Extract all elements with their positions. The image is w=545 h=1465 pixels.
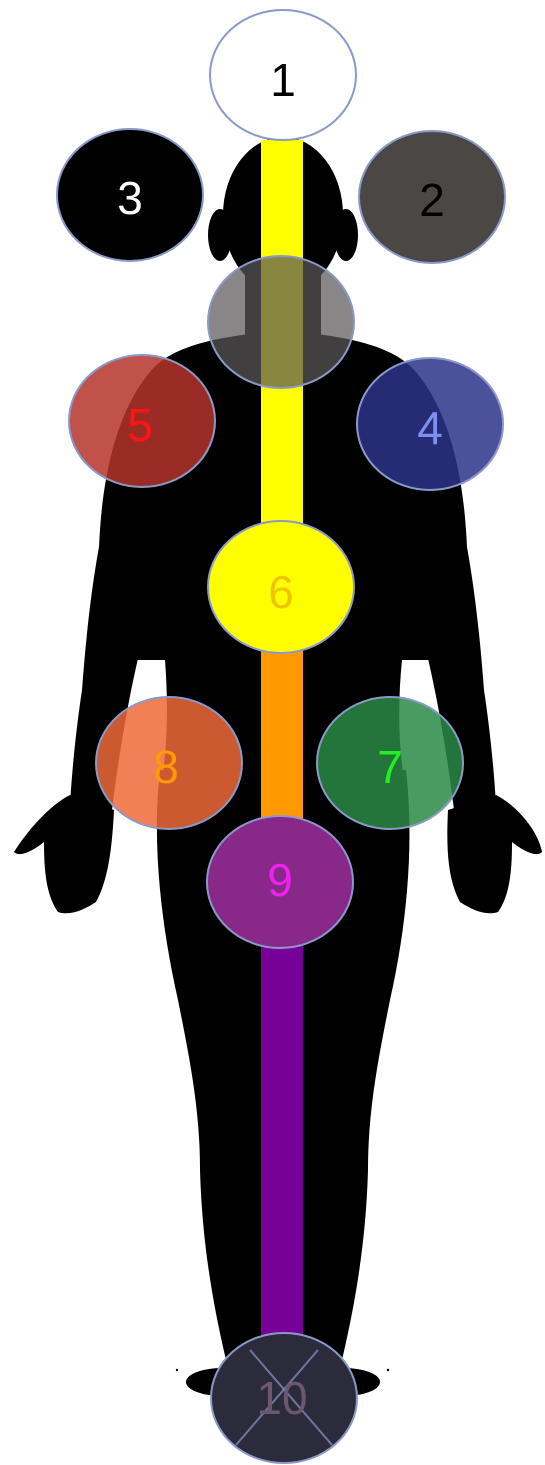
right-hand-shape [447, 795, 542, 913]
left-ear-shape [208, 209, 232, 261]
energy-center-4-label: 4 [417, 402, 443, 454]
energy-center-6: 6 [208, 521, 354, 653]
left-hand-shape [14, 795, 114, 913]
energy-center-4: 4 [357, 358, 503, 490]
right-ear-shape [334, 209, 358, 261]
channel-lower-segment [261, 945, 303, 1340]
channel-middle-segment [261, 650, 303, 822]
right-ground-dot [387, 1369, 389, 1371]
energy-center-6-label: 6 [268, 566, 294, 618]
energy-center-5: 5 [69, 355, 215, 487]
energy-center-7: 7 [317, 697, 463, 829]
energy-center-10: 10 [211, 1333, 357, 1463]
energy-center-9: 9 [207, 816, 353, 948]
left-ground-dot [176, 1369, 178, 1371]
energy-center-2-label: 2 [419, 174, 445, 226]
energy-center-1-label: 1 [270, 54, 296, 106]
energy-center-9-label: 9 [267, 854, 293, 906]
energy-center-7-label: 7 [377, 741, 403, 793]
energy-center-1: 1 [210, 10, 356, 140]
energy-center-10-label: 10 [256, 1372, 307, 1424]
energy-center-5-label: 5 [127, 399, 153, 451]
energy-center-3-label: 3 [117, 172, 143, 224]
energy-center-3: 3 [57, 129, 203, 261]
energy-center-8: 8 [96, 697, 242, 829]
energy-center-throat-circle [208, 256, 354, 388]
energy-center-8-label: 8 [153, 741, 179, 793]
energy-center-2: 2 [359, 131, 505, 263]
energy-center-throat [208, 256, 354, 388]
